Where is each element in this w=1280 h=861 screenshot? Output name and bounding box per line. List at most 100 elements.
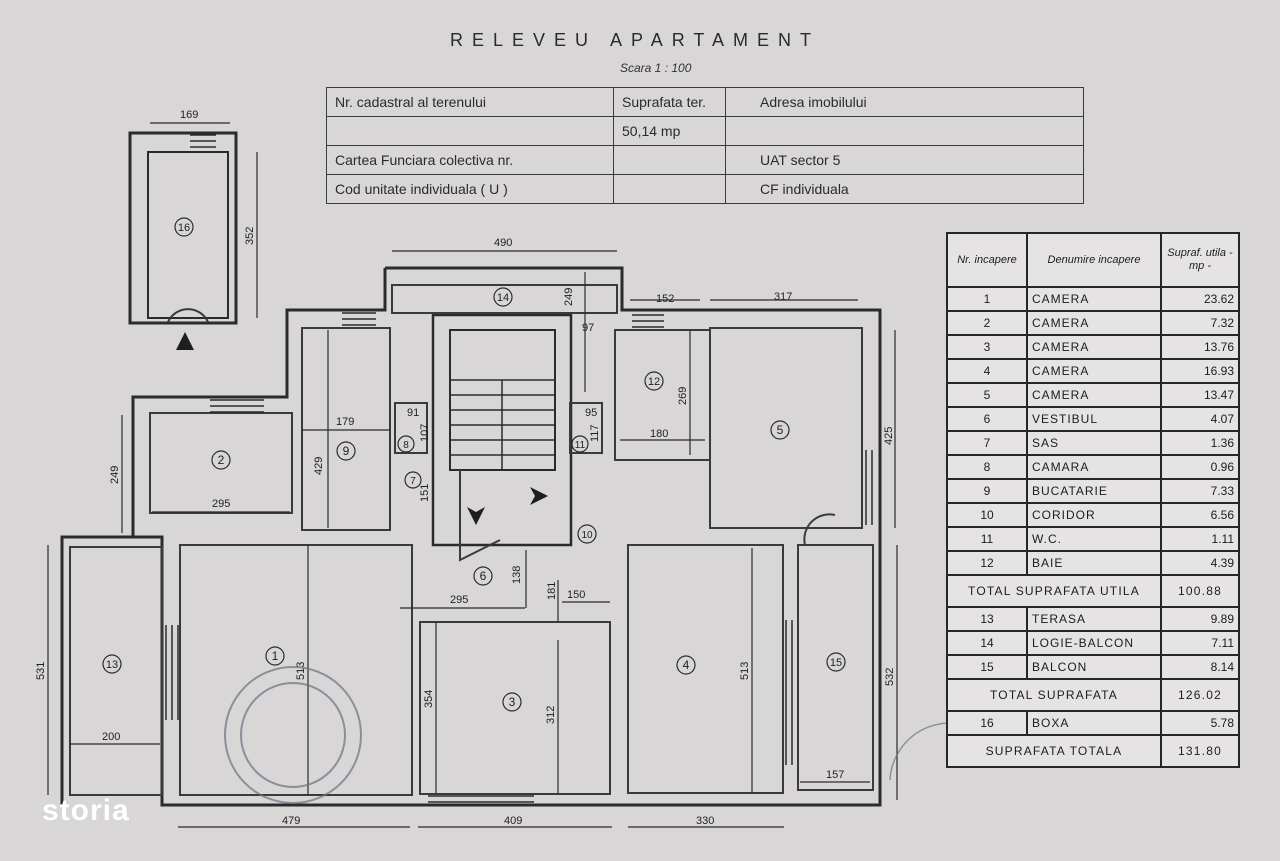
wall-room-14: [391, 284, 618, 314]
wall-room-5: [709, 327, 863, 529]
dim-181: 181: [546, 582, 558, 600]
dim-249a: 249: [563, 288, 575, 306]
area-header-name: Denumire incapere: [1026, 232, 1162, 288]
door-balcony: [803, 513, 836, 546]
uat-label: UAT sector 5: [725, 145, 1084, 175]
dim-513a: 513: [295, 662, 307, 680]
cf-label: Cartea Funciara colectiva nr.: [326, 145, 614, 175]
wall-room-15: [797, 544, 874, 791]
wall-room-8: [394, 402, 428, 454]
stair-arrow-icon: [530, 487, 548, 505]
room-label-7: 7: [410, 476, 416, 487]
dim-157: 157: [826, 769, 844, 781]
dim-91: 91: [407, 407, 419, 419]
dim-269: 269: [677, 387, 689, 405]
room-label-3: 3: [509, 695, 516, 709]
outer-wall-left: [131, 268, 387, 537]
dim-490: 490: [494, 237, 512, 249]
dim-200: 200: [102, 731, 120, 743]
dim-169: 169: [180, 109, 198, 121]
dim-317: 317: [774, 291, 792, 303]
unit-label: Cod unitate individuala ( U ): [326, 174, 614, 204]
cf-individual-label: CF individuala: [725, 174, 1084, 204]
dim-330: 330: [696, 815, 714, 827]
wall-room-13: [69, 546, 163, 796]
dim-249b: 249: [109, 466, 121, 484]
dim-425: 425: [883, 427, 895, 445]
outer-wall: [60, 266, 882, 807]
dim-95: 95: [585, 407, 597, 419]
wall-room-9: [301, 327, 391, 531]
stamp-icon: [224, 666, 362, 804]
dim-179: 179: [336, 416, 354, 428]
dim-409: 409: [504, 815, 522, 827]
dim-107: 107: [419, 424, 431, 442]
dim-354: 354: [423, 690, 435, 708]
area-header-area: Supraf. utila - mp -: [1160, 232, 1240, 288]
room-label-9: 9: [343, 444, 350, 458]
cadastral-value: [326, 116, 614, 146]
dim-150: 150: [567, 589, 585, 601]
cf-value: [613, 145, 726, 175]
unit-value: [613, 174, 726, 204]
dim-180: 180: [650, 428, 668, 440]
wall-room-11: [569, 402, 603, 454]
room-label-6: 6: [480, 569, 487, 583]
dim-138: 138: [511, 566, 523, 584]
room-area-table: Nr. incapere Denumire incapere Supraf. u…: [946, 232, 1240, 768]
dim-312: 312: [545, 706, 557, 724]
wall-boxa: [128, 131, 238, 325]
dim-295b: 295: [450, 594, 468, 606]
cadastral-info-table: Nr. cadastral al terenului Suprafata ter…: [326, 87, 1084, 204]
room-label-15: 15: [830, 657, 842, 669]
wall-room-3: [419, 621, 611, 795]
door-stair: [459, 470, 501, 562]
cadastral-label: Nr. cadastral al terenului: [326, 87, 614, 117]
room-label-14: 14: [497, 292, 509, 304]
dim-117: 117: [589, 424, 601, 442]
dim-532: 532: [884, 668, 896, 686]
area-header-nr: Nr. incapere: [946, 232, 1028, 288]
total-useful-row: TOTAL SUPRAFATA UTILA 100.88: [946, 574, 1240, 608]
dim-295a: 295: [212, 498, 230, 510]
wall-room-4: [627, 544, 784, 794]
room-label-11: 11: [575, 440, 586, 451]
room-label-12: 12: [648, 376, 660, 388]
dim-531: 531: [35, 662, 47, 680]
dim-352: 352: [244, 227, 256, 245]
room-label-4: 4: [683, 658, 690, 672]
wall-room-12: [614, 329, 711, 461]
storia-logo: storia: [42, 794, 130, 827]
dim-97: 97: [582, 322, 594, 334]
room-label-2: 2: [218, 453, 225, 467]
inner-wall-boxa: [147, 151, 229, 319]
room-label-10: 10: [581, 530, 593, 541]
grand-total-row: SUPRAFATA TOTALA 131.80: [946, 734, 1240, 768]
door-boxa: [167, 308, 209, 323]
dim-429: 429: [313, 457, 325, 475]
room-label-8: 8: [403, 440, 409, 451]
dim-152: 152: [656, 293, 674, 305]
room-label-1: 1: [272, 649, 279, 663]
dim-151: 151: [419, 484, 431, 502]
total-row: TOTAL SUPRAFATA 126.02: [946, 678, 1240, 712]
dim-513b: 513: [739, 662, 751, 680]
scale-label: Scara 1 : 100: [620, 61, 692, 75]
wall-room-1: [179, 544, 413, 796]
